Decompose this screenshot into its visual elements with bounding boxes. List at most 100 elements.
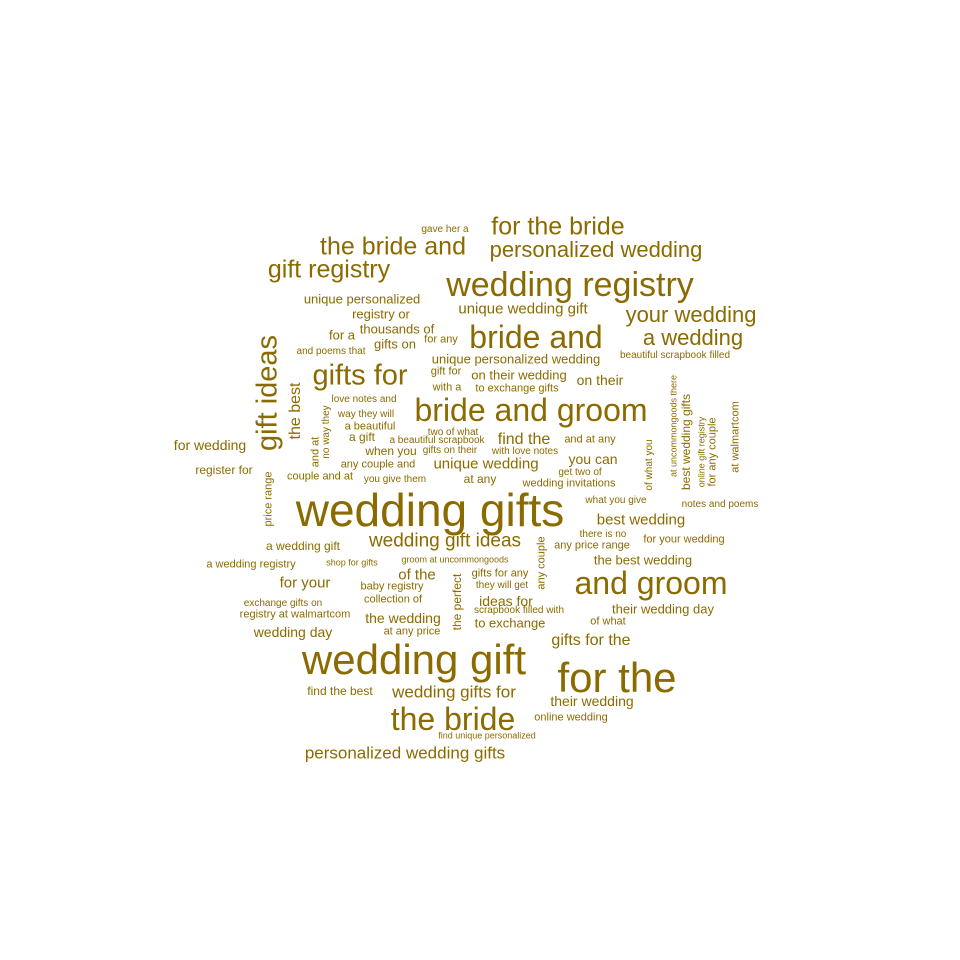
word: unique personalized wedding [431,351,601,367]
word: for any [424,333,458,346]
word: wedding gifts [295,484,565,536]
word: at any price [383,625,441,638]
word: no way they [321,405,332,459]
word: gifts for the [551,632,631,649]
word: wedding invitations [522,477,616,490]
word: and groom [574,565,728,601]
word: what you give [585,495,647,506]
word: best wedding [596,511,686,529]
word: exchange gifts on [243,598,323,609]
word: two of what [427,427,479,438]
word: find the best [307,684,373,698]
word: with a [432,381,462,394]
word: beautiful scrapbook filled [619,350,731,361]
word: love notes and [331,394,397,405]
word: price range [262,471,275,527]
word: and at any [564,433,616,446]
word: gifts on their [422,445,478,456]
word: gift for [430,365,462,378]
word: at uncommongoods there [668,374,679,478]
word: you can [568,451,618,467]
word: wedding gift [301,636,527,683]
word: on their [576,372,624,388]
word: groom at uncommongoods [401,554,509,565]
word: for your [279,574,331,592]
word: find the [497,431,551,448]
word: at any [463,472,497,486]
word: the best wedding [593,552,693,568]
word: best wedding gifts [679,393,693,491]
word: the best [287,382,304,440]
word: of what [590,615,626,628]
word: couple and at [286,470,354,483]
word: gave her a [421,224,469,235]
word: with love notes [491,446,559,457]
word: personalized wedding [489,237,703,262]
word: register for [195,463,253,477]
word: they will get [475,580,529,591]
word: baby registry [360,580,424,593]
word: for your wedding [643,533,725,546]
word: there is no [579,529,627,540]
word: get two of [558,467,602,478]
word: a beautiful [344,420,396,433]
word: the wedding [365,610,441,626]
word: at walmartcom [729,401,742,473]
word: find unique personalized [438,730,536,741]
word: their wedding [550,693,634,709]
word: when you [365,444,417,458]
word: their wedding day [612,601,714,617]
word: any couple and [340,458,416,471]
word: a gift [348,430,376,444]
word: unique wedding [433,455,539,473]
word: the perfect [450,573,464,631]
word: a wedding [642,325,744,350]
word: wedding registry [446,266,694,304]
word: your wedding [625,302,757,327]
word: for wedding [173,437,247,453]
word: scrapbook filled with [473,605,565,616]
word: registry at walmartcom [239,608,351,621]
word: way they will [337,409,395,420]
word: notes and poems [681,499,759,510]
word: unique wedding gift [458,300,588,318]
word: to exchange [474,615,546,631]
word: thousands of [359,321,435,337]
word: gifts for [312,359,408,392]
word: bride and groom [414,392,648,428]
word: gift ideas [251,334,284,452]
word: and poems that [296,346,366,357]
word: on their wedding [471,367,567,383]
word: wedding gifts for [392,682,516,702]
word: ideas for [479,593,533,609]
word: a wedding gift [265,539,341,553]
word: registry or [352,306,410,322]
word: wedding day [253,624,333,640]
word: to exchange gifts [475,382,559,395]
word: collection of [363,593,423,606]
word: shop for gifts [326,557,378,568]
word: online wedding [534,711,608,724]
word: gifts for any [471,567,529,580]
word: of what you [644,439,655,491]
word: for the [557,654,677,701]
word: for the bride [491,212,625,241]
word: unique personalized [303,291,421,307]
word: the bride [390,701,516,737]
word: any couple [535,536,548,590]
word: the bride and [320,232,466,261]
word: gift registry [267,255,391,284]
word: a wedding registry [206,558,296,571]
word: online gift registry [696,416,707,488]
word: wedding gift ideas [368,530,522,552]
word: for a [328,327,356,343]
word: you give them [363,474,427,485]
word: bride and [469,319,603,355]
word: personalized wedding gifts [304,743,506,763]
word: and at [309,436,322,468]
word: a beautiful scrapbook [389,435,485,446]
word: for any couple [706,417,719,487]
word: of the [398,566,436,584]
word: gifts on [374,336,416,352]
